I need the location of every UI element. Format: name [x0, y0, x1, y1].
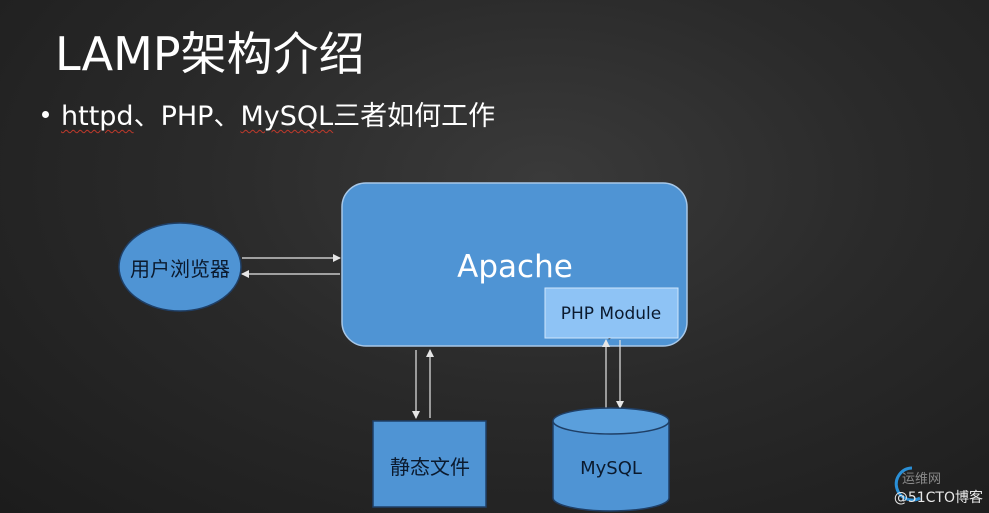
mysql-node: MySQL [552, 407, 670, 512]
bullet-text-httpd: httpd [61, 101, 134, 132]
static-files-node: 静态文件 [372, 420, 487, 508]
bullet-dot-icon [42, 111, 49, 118]
bullet-text-php: PHP [160, 101, 214, 132]
bullet-sep: 、 [133, 101, 161, 132]
mysql-label: MySQL [580, 458, 642, 479]
bullet-text-rest: 三者如何工作 [333, 101, 496, 132]
bullet-sep: 、 [213, 101, 241, 132]
browser-node: 用户浏览器 [118, 222, 242, 312]
php-module-label: PHP Module [561, 304, 662, 324]
bullet-text-mysql: MySQL [240, 101, 334, 132]
watermark-top-text: 运维网 [901, 472, 941, 487]
bullet-item: httpd、PHP、MySQL三者如何工作 [42, 94, 495, 133]
browser-label: 用户浏览器 [130, 257, 230, 281]
watermark-logo-icon [894, 466, 921, 502]
watermark-bottom-text: @51CTO博客 [893, 490, 983, 506]
static-files-label: 静态文件 [390, 455, 470, 479]
php-module-node: PHP Module [544, 287, 679, 339]
slide-title: LAMP架构介绍 [55, 27, 365, 81]
apache-label: Apache [457, 249, 573, 285]
